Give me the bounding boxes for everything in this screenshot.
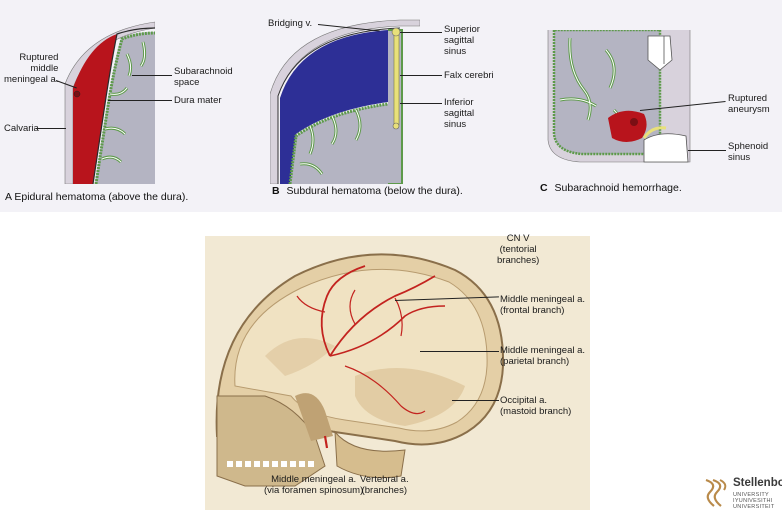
label-line: Middle meningeal a. (500, 345, 586, 356)
label-line: middle (30, 63, 59, 74)
subarachnoid-hemorrhage-diagram (540, 30, 700, 180)
label-line: Middle meningeal a. (500, 294, 586, 305)
label-falx-cerebri: Falx cerebri (444, 70, 494, 81)
logo-line: UNIVERSITY (733, 492, 770, 498)
label-bridging-vein: Bridging v. (268, 18, 313, 29)
label-line: Occipital a. (500, 395, 547, 406)
logo-line: UNIVERSITEIT (733, 504, 775, 510)
label-line: sagittal (444, 108, 475, 119)
caption-b: B Subdural hematoma (below the dura). (272, 185, 463, 197)
leader-line (452, 400, 499, 401)
skull-drawing (205, 236, 590, 510)
caption-c: C Subarachnoid hemorrhage. (540, 182, 682, 194)
label-cn-v-tentorial-branches: CN V (tentorial branches) (497, 233, 539, 266)
label-ruptured-middle-meningeal: Ruptured middle meningeal a. (4, 52, 58, 85)
leader-line (36, 128, 66, 129)
label-line: Ruptured (728, 93, 768, 104)
label-line: sinus (728, 152, 751, 163)
label-line: (tentorial (499, 244, 537, 255)
leader-line (688, 150, 726, 151)
leader-line (400, 75, 442, 76)
logo-line: IYUNIVESITHI (733, 498, 773, 504)
stellenbosch-logo-icon (705, 478, 727, 507)
label-middle-meningeal-parietal: Middle meningeal a. (parietal branch) (500, 345, 585, 367)
leader-line (400, 103, 442, 104)
caption-letter: C (540, 182, 548, 194)
label-line: Vertebral a. (360, 474, 409, 485)
logo-name: Stellenbosch (733, 477, 782, 489)
label-line: sinus (444, 119, 467, 130)
label-line: (mastoid branch) (500, 406, 572, 417)
label-line: (parietal branch) (500, 356, 570, 367)
label-superior-sagittal-sinus: Superior sagittal sinus (444, 24, 480, 57)
label-middle-meningeal-frontal: Middle meningeal a. (frontal branch) (500, 294, 585, 316)
label-middle-meningeal-foramen-spinosum: Middle meningeal a. (via foramen spinosu… (264, 474, 363, 496)
label-line: (branches) (361, 485, 407, 496)
label-line: sagittal (444, 35, 475, 46)
label-line: space (174, 77, 200, 88)
label-line: sinus (444, 46, 467, 57)
label-inferior-sagittal-sinus: Inferior sagittal sinus (444, 97, 474, 130)
label-line: (via foramen spinosum) (264, 485, 364, 496)
label-line: branches) (497, 255, 540, 266)
label-sphenoid-sinus: Sphenoid sinus (728, 141, 768, 163)
label-line: Inferior (444, 97, 474, 108)
leader-line (420, 351, 499, 352)
label-line: Superior (444, 24, 480, 35)
label-subarachnoid-space: Subarachnoid space (174, 66, 233, 88)
label-ruptured-aneurysm: Ruptured aneurysm (728, 93, 770, 115)
label-line: aneurysm (728, 104, 770, 115)
label-vertebral-branches: Vertebral a. (branches) (360, 474, 409, 496)
caption-text: Subarachnoid hemorrhage. (554, 182, 682, 194)
label-dura-mater: Dura mater (174, 95, 222, 106)
caption-a: A Epidural hematoma (above the dura). (5, 191, 188, 203)
caption-text: Epidural hematoma (above the dura). (14, 191, 189, 203)
label-line: Ruptured (19, 52, 59, 63)
epidural-hematoma-diagram (64, 21, 155, 184)
label-line: Sphenoid (728, 141, 769, 152)
label-line: meningeal a. (4, 74, 59, 85)
label-calvaria: Calvaria (4, 123, 39, 134)
label-line: CN V (506, 233, 530, 244)
caption-text: Subdural hematoma (below the dura). (286, 185, 463, 197)
leader-line (400, 32, 442, 33)
caption-letter: B (272, 185, 280, 197)
label-line: Subarachnoid (174, 66, 233, 77)
label-line: Middle meningeal a. (271, 474, 357, 485)
caption-letter: A (5, 191, 12, 203)
subdural-hematoma-diagram (270, 19, 420, 184)
leader-line (108, 100, 172, 101)
label-line: (frontal branch) (500, 305, 565, 316)
skull-sagittal-illustration (205, 236, 590, 510)
label-occipital-mastoid-branch: Occipital a. (mastoid branch) (500, 395, 571, 417)
leader-line (132, 75, 172, 76)
